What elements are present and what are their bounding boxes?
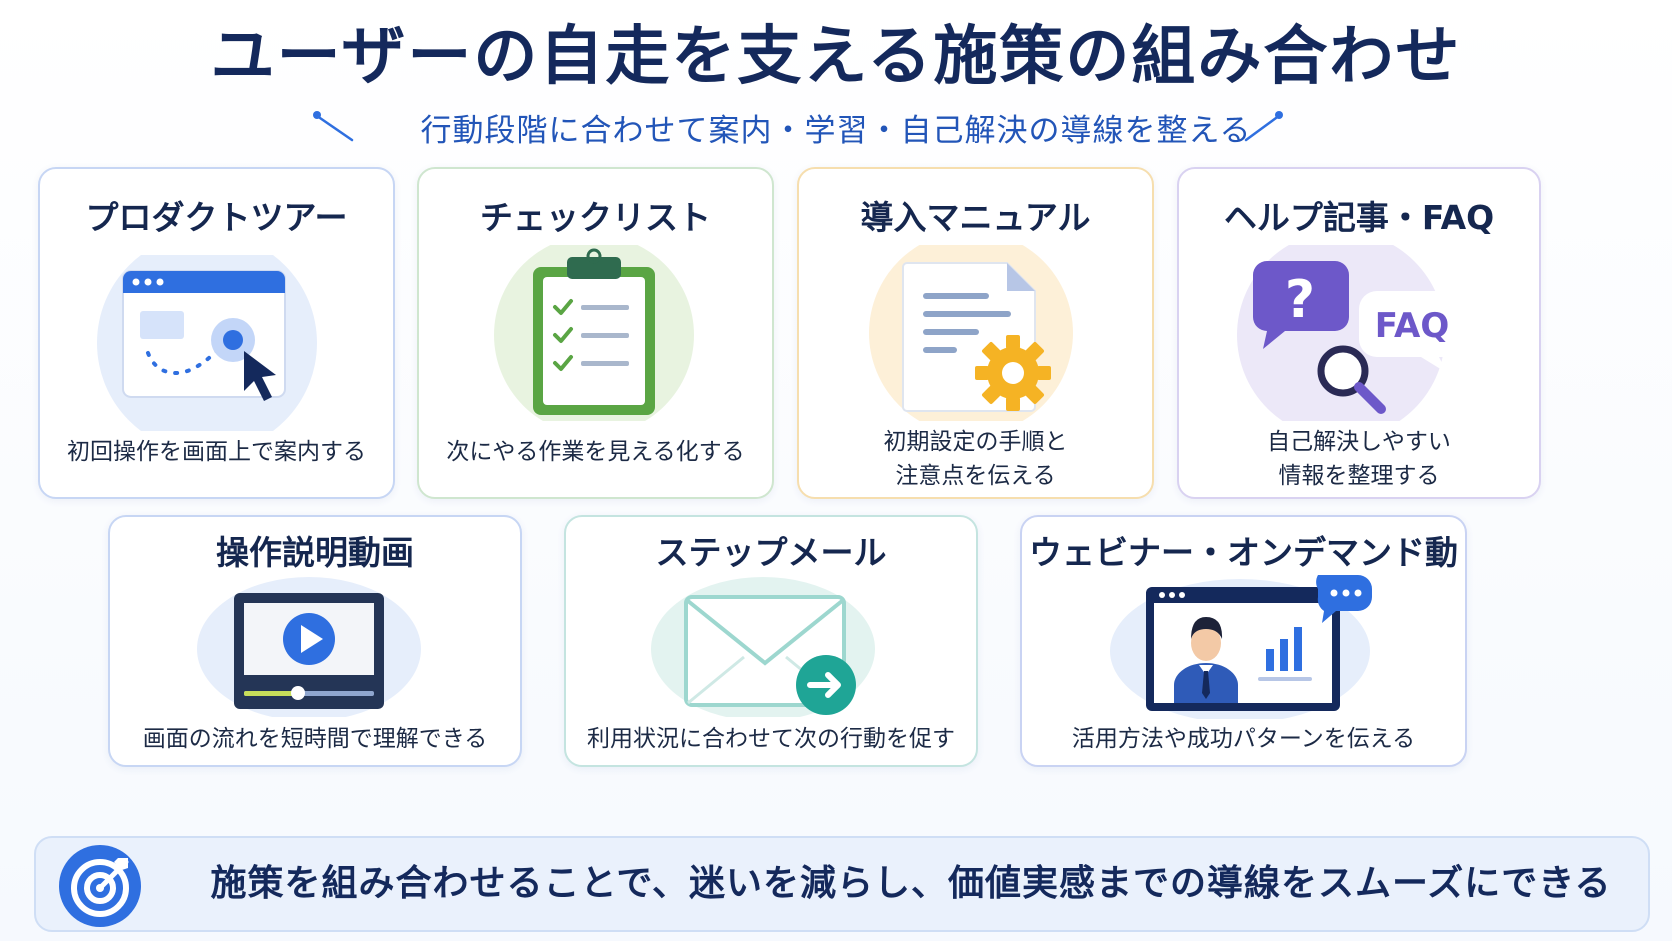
summary-text: 施策を組み合わせることで、迷いを減らし、価値実感までの導線をスムーズにできる [210,863,1612,904]
card-description: 初期設定の手順と 注意点を伝える [883,429,1068,489]
card-description: 活用方法や成功パターンを伝える [1071,726,1416,752]
manual-document-gear-illustration [869,245,1073,421]
svg-text:FAQ: FAQ [1375,306,1450,346]
page-title: ユーザーの自走を支える施策の組み合わせ [210,20,1462,94]
card-description: 利用状況に合わせて次の行動を促す [587,726,955,752]
video-player-illustration [197,577,421,717]
card-title: チェックリスト [480,198,711,237]
faq-question-bubble-illustration: ? FAQ [1237,245,1465,421]
arrow-right-icon [807,672,841,698]
card-title: 操作説明動画 [216,533,414,572]
card-description: 次にやる作業を見える化する [446,439,745,465]
card-title: ヘルプ記事・FAQ [1223,198,1495,237]
target-icon [59,845,141,927]
card-manual: 導入マニュアル 初期設定の手順と 注意点を伝える [797,167,1154,499]
card-webinar: ウェビナー・オンデマンド動画 活用方法や成功パターンを伝える [1020,515,1467,767]
play-icon [301,625,323,653]
decorative-line-right [1244,111,1283,142]
decorative-line-left [313,111,354,142]
magnifier-icon [1317,345,1386,414]
card-description: 自己解決しやすい 情報を整理する [1267,429,1451,489]
card-video: 操作説明動画 画面の流れを短時間で理解できる [108,515,522,767]
card-title: 導入マニュアル [860,198,1091,237]
product-tour-illustration [97,255,317,431]
card-product-tour: プロダクトツアー 初回操作を画面上で案内する [38,167,395,499]
card-checklist: チェックリスト 次にやる作業を見える化する [417,167,774,499]
card-description: 画面の流れを短時間で理解できる [142,726,488,752]
svg-text:?: ? [1285,270,1315,330]
summary-banner: 施策を組み合わせることで、迷いを減らし、価値実感までの導線をスムーズにできる [34,836,1650,932]
checklist-clipboard-illustration [494,245,694,421]
card-help-faq: ヘルプ記事・FAQ ? FAQ 自己解決しやすい 情報を整理する [1177,167,1541,499]
page-subtitle: 行動段階に合わせて案内・学習・自己解決の導線を整える [420,113,1252,149]
card-step-mail: ステップメール 利用状況に合わせて次の行動を促す [564,515,978,767]
card-title: プロダクトツアー [85,198,348,237]
card-title: ステップメール [655,533,887,572]
card-description: 初回操作を画面上で案内する [67,439,366,465]
subtitle-row: 行動段階に合わせて案内・学習・自己解決の導線を整える [0,106,1672,156]
gear-icon [975,335,1051,411]
webinar-presenter-illustration [1110,575,1372,719]
envelope-arrow-illustration [651,577,875,717]
chat-bubble-icon [1316,575,1372,623]
